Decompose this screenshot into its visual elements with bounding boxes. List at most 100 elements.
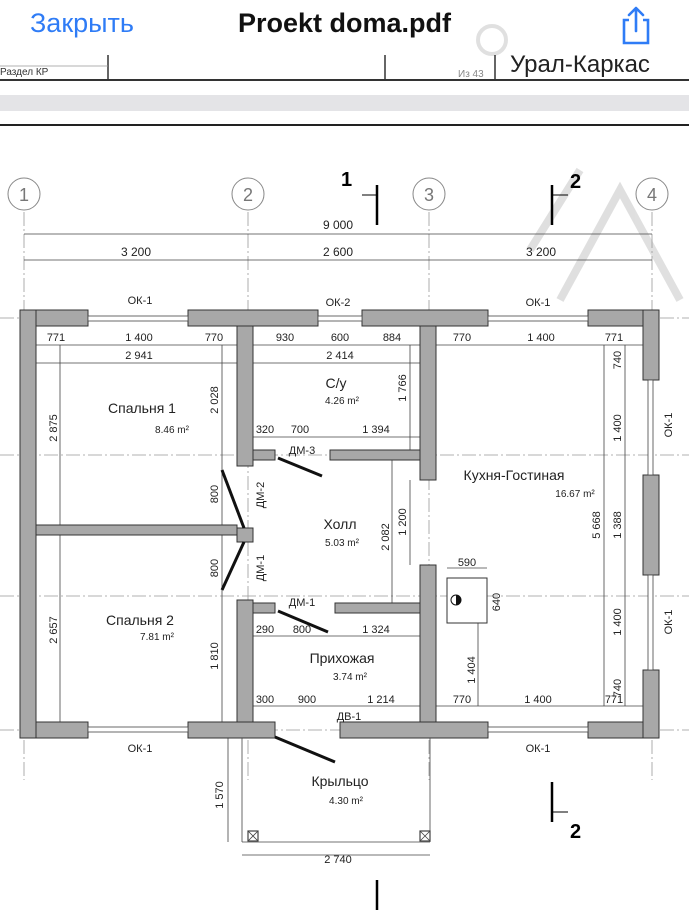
opening-label: ОК-1 <box>663 413 675 438</box>
dimension-label: 1 394 <box>362 424 390 436</box>
room-name: С/у <box>326 375 347 391</box>
share-icon <box>622 6 650 45</box>
dimension-label: 1 400 <box>524 694 552 706</box>
room-name: Крыльцо <box>311 773 368 789</box>
dimension-label: 770 <box>453 694 471 706</box>
porch <box>241 738 431 843</box>
dimension-label: 1 400 <box>612 608 624 636</box>
room-name: Холл <box>324 516 357 532</box>
watermark <box>476 24 684 302</box>
dimension-span: 3 200 <box>526 245 556 259</box>
axis-bubble <box>7 177 41 211</box>
dimension-label: 740 <box>612 351 624 369</box>
close-button[interactable]: Закрыть <box>30 8 134 38</box>
dimension-label: 771 <box>605 332 623 344</box>
axis-label: 1 <box>19 185 29 205</box>
room-area: 5.03 m² <box>325 538 360 549</box>
room-name: Спальня 2 <box>106 612 174 628</box>
opening-label: ДВ-1 <box>337 711 362 723</box>
opening-label: ОК-1 <box>663 610 675 635</box>
room-name: Прихожая <box>310 650 375 666</box>
dimension-overall: 9 000 <box>323 218 353 232</box>
opening-label: ОК-2 <box>326 297 351 309</box>
room-area: 16.67 m² <box>555 489 595 500</box>
dimension-label: 2 028 <box>209 386 221 414</box>
dimension-label: 740 <box>612 679 624 697</box>
dimension-label: 1 214 <box>367 694 395 706</box>
dimension-span: 3 200 <box>121 245 151 259</box>
dimension-label: 5 668 <box>591 511 603 539</box>
title-block <box>0 55 689 81</box>
axis-label: 2 <box>243 185 253 205</box>
axis-label: 4 <box>647 185 657 205</box>
opening-label: ОК-1 <box>526 297 551 309</box>
dimension-label: 600 <box>331 332 349 344</box>
room-name: Кухня-Гостиная <box>464 467 565 483</box>
viewer-toolbar: Закрыть Proekt doma.pdf <box>0 0 689 50</box>
dimension-label: 590 <box>458 557 476 569</box>
axis-label: 3 <box>424 185 434 205</box>
room-area: 4.26 m² <box>325 396 360 407</box>
dimension-label: 2 414 <box>326 350 354 362</box>
section-marks <box>362 185 568 910</box>
dimension-label: 930 <box>276 332 294 344</box>
axis-bubble <box>635 177 669 211</box>
dimension-label: 1 400 <box>125 332 153 344</box>
dimension-label: 1 766 <box>397 374 409 402</box>
section-mark-2-top: 2 <box>570 171 581 193</box>
dimension-label: 800 <box>209 485 221 503</box>
opening-label: ДМ-1 <box>289 597 315 609</box>
windows <box>87 315 654 733</box>
dimension-label: 771 <box>605 694 623 706</box>
room-area: 4.30 m² <box>329 796 364 807</box>
title-block-pages: Из 43 <box>458 69 484 80</box>
dimension-label: 1 324 <box>362 624 390 636</box>
dimension-label: 2 082 <box>380 523 392 551</box>
dimension-label: 1 200 <box>397 508 409 536</box>
dimension-lines <box>24 233 652 856</box>
dimension-label: 640 <box>491 593 503 611</box>
dimension-label: 700 <box>291 424 309 436</box>
stove <box>446 577 488 624</box>
dimension-label: 300 <box>256 694 274 706</box>
axis-bubble <box>412 177 446 211</box>
dimension-label: 1 810 <box>209 642 221 670</box>
dimension-label: 2 657 <box>48 616 60 644</box>
opening-label: ОК-1 <box>128 295 153 307</box>
dimension-label: 770 <box>205 332 223 344</box>
dimension-label: 2 941 <box>125 350 153 362</box>
dimension-label: 900 <box>298 694 316 706</box>
dimension-label: 2 875 <box>48 414 60 442</box>
dimension-label: 1 570 <box>214 781 226 809</box>
dimension-label: 800 <box>209 559 221 577</box>
room-name: Спальня 1 <box>108 400 176 416</box>
title-block-company: Урал-Каркас <box>510 51 650 78</box>
opening-label: ДМ-1 <box>255 555 267 581</box>
dimension-label: 1 404 <box>466 656 478 684</box>
section-mark-2-bottom: 2 <box>570 821 581 843</box>
dimension-label: 2 740 <box>324 854 352 866</box>
page-gap <box>0 95 689 111</box>
opening-label: ОК-1 <box>128 743 153 755</box>
room-area: 7.81 m² <box>140 632 175 643</box>
axis-bubble <box>231 177 265 211</box>
dimension-span: 2 600 <box>323 245 353 259</box>
opening-label: ДМ-2 <box>255 482 267 508</box>
dimension-label: 290 <box>256 624 274 636</box>
dimension-label: 1 388 <box>612 511 624 539</box>
room-area: 3.74 m² <box>333 672 368 683</box>
title-block-section: Раздел КР <box>0 67 49 78</box>
dimension-label: 1 400 <box>527 332 555 344</box>
dimension-label: 1 400 <box>612 414 624 442</box>
dimension-label: 320 <box>256 424 274 436</box>
opening-label: ОК-1 <box>526 743 551 755</box>
dimension-label: 771 <box>47 332 65 344</box>
dimension-label: 884 <box>383 332 401 344</box>
door-swings <box>220 456 336 764</box>
dimension-label: 800 <box>293 624 311 636</box>
opening-label: ДМ-3 <box>289 445 315 457</box>
share-button[interactable] <box>617 4 655 46</box>
walls <box>19 309 660 739</box>
dimension-label: 770 <box>453 332 471 344</box>
